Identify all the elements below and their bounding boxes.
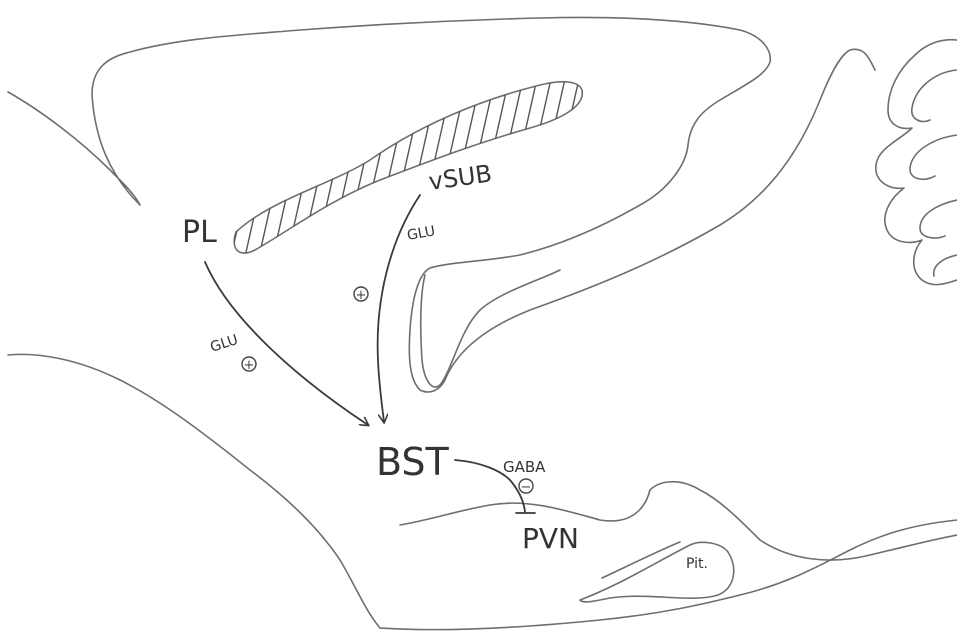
hatch-line [592,70,637,270]
cortex-outline [8,18,875,392]
hatch-line [214,70,259,270]
hatch-line [522,70,567,270]
hatch-line [228,70,273,270]
hatch-line [634,70,679,270]
cerebellum-fold-1 [912,70,957,122]
hippocampal-fold [421,270,560,387]
hatch-line [256,70,301,270]
label-pit: Pit. [686,556,708,572]
brainstem-outline [380,520,957,630]
label-pvn: PVN [522,522,579,555]
pituitary-stalk [602,542,680,578]
hatch-line [620,70,665,270]
label-pl: PL [182,215,217,250]
cerebellum-fold-4 [934,255,957,276]
cerebellum-outline [876,40,957,285]
hatch-line [550,70,595,270]
hatch-line [354,70,399,270]
hatch-line [508,70,553,270]
cerebellum-fold-2 [910,135,957,179]
ventral-outline [8,354,380,628]
cerebellum-fold-3 [920,200,957,238]
hatch-line [564,70,609,270]
bst-transmitter-label: GABA [503,458,546,476]
svg-text:−: − [521,480,532,495]
hatch-line [494,70,539,270]
label-vsub: vSUB [427,159,494,196]
hatch-line [578,70,623,270]
vsub-transmitter-label: GLU [406,223,437,244]
hatch-line [242,70,287,270]
vsub-excitatory-sign: + [354,287,368,303]
svg-text:+: + [356,288,367,303]
hatch-line [298,70,343,270]
bst-inhibitory-sign: − [519,479,533,495]
hatch-line [284,70,329,270]
svg-text:+: + [244,358,255,373]
pl-excitatory-sign: + [242,357,256,373]
hatch-line [606,70,651,270]
hatch-line [536,70,581,270]
hatch-line [326,70,371,270]
hatch-line [270,70,315,270]
hypothalamus-outline [400,482,957,560]
pl-transmitter-label: GLU [208,332,240,356]
pituitary-outline [580,542,734,602]
label-bst: BST [376,440,450,484]
hatch-line [340,70,385,270]
